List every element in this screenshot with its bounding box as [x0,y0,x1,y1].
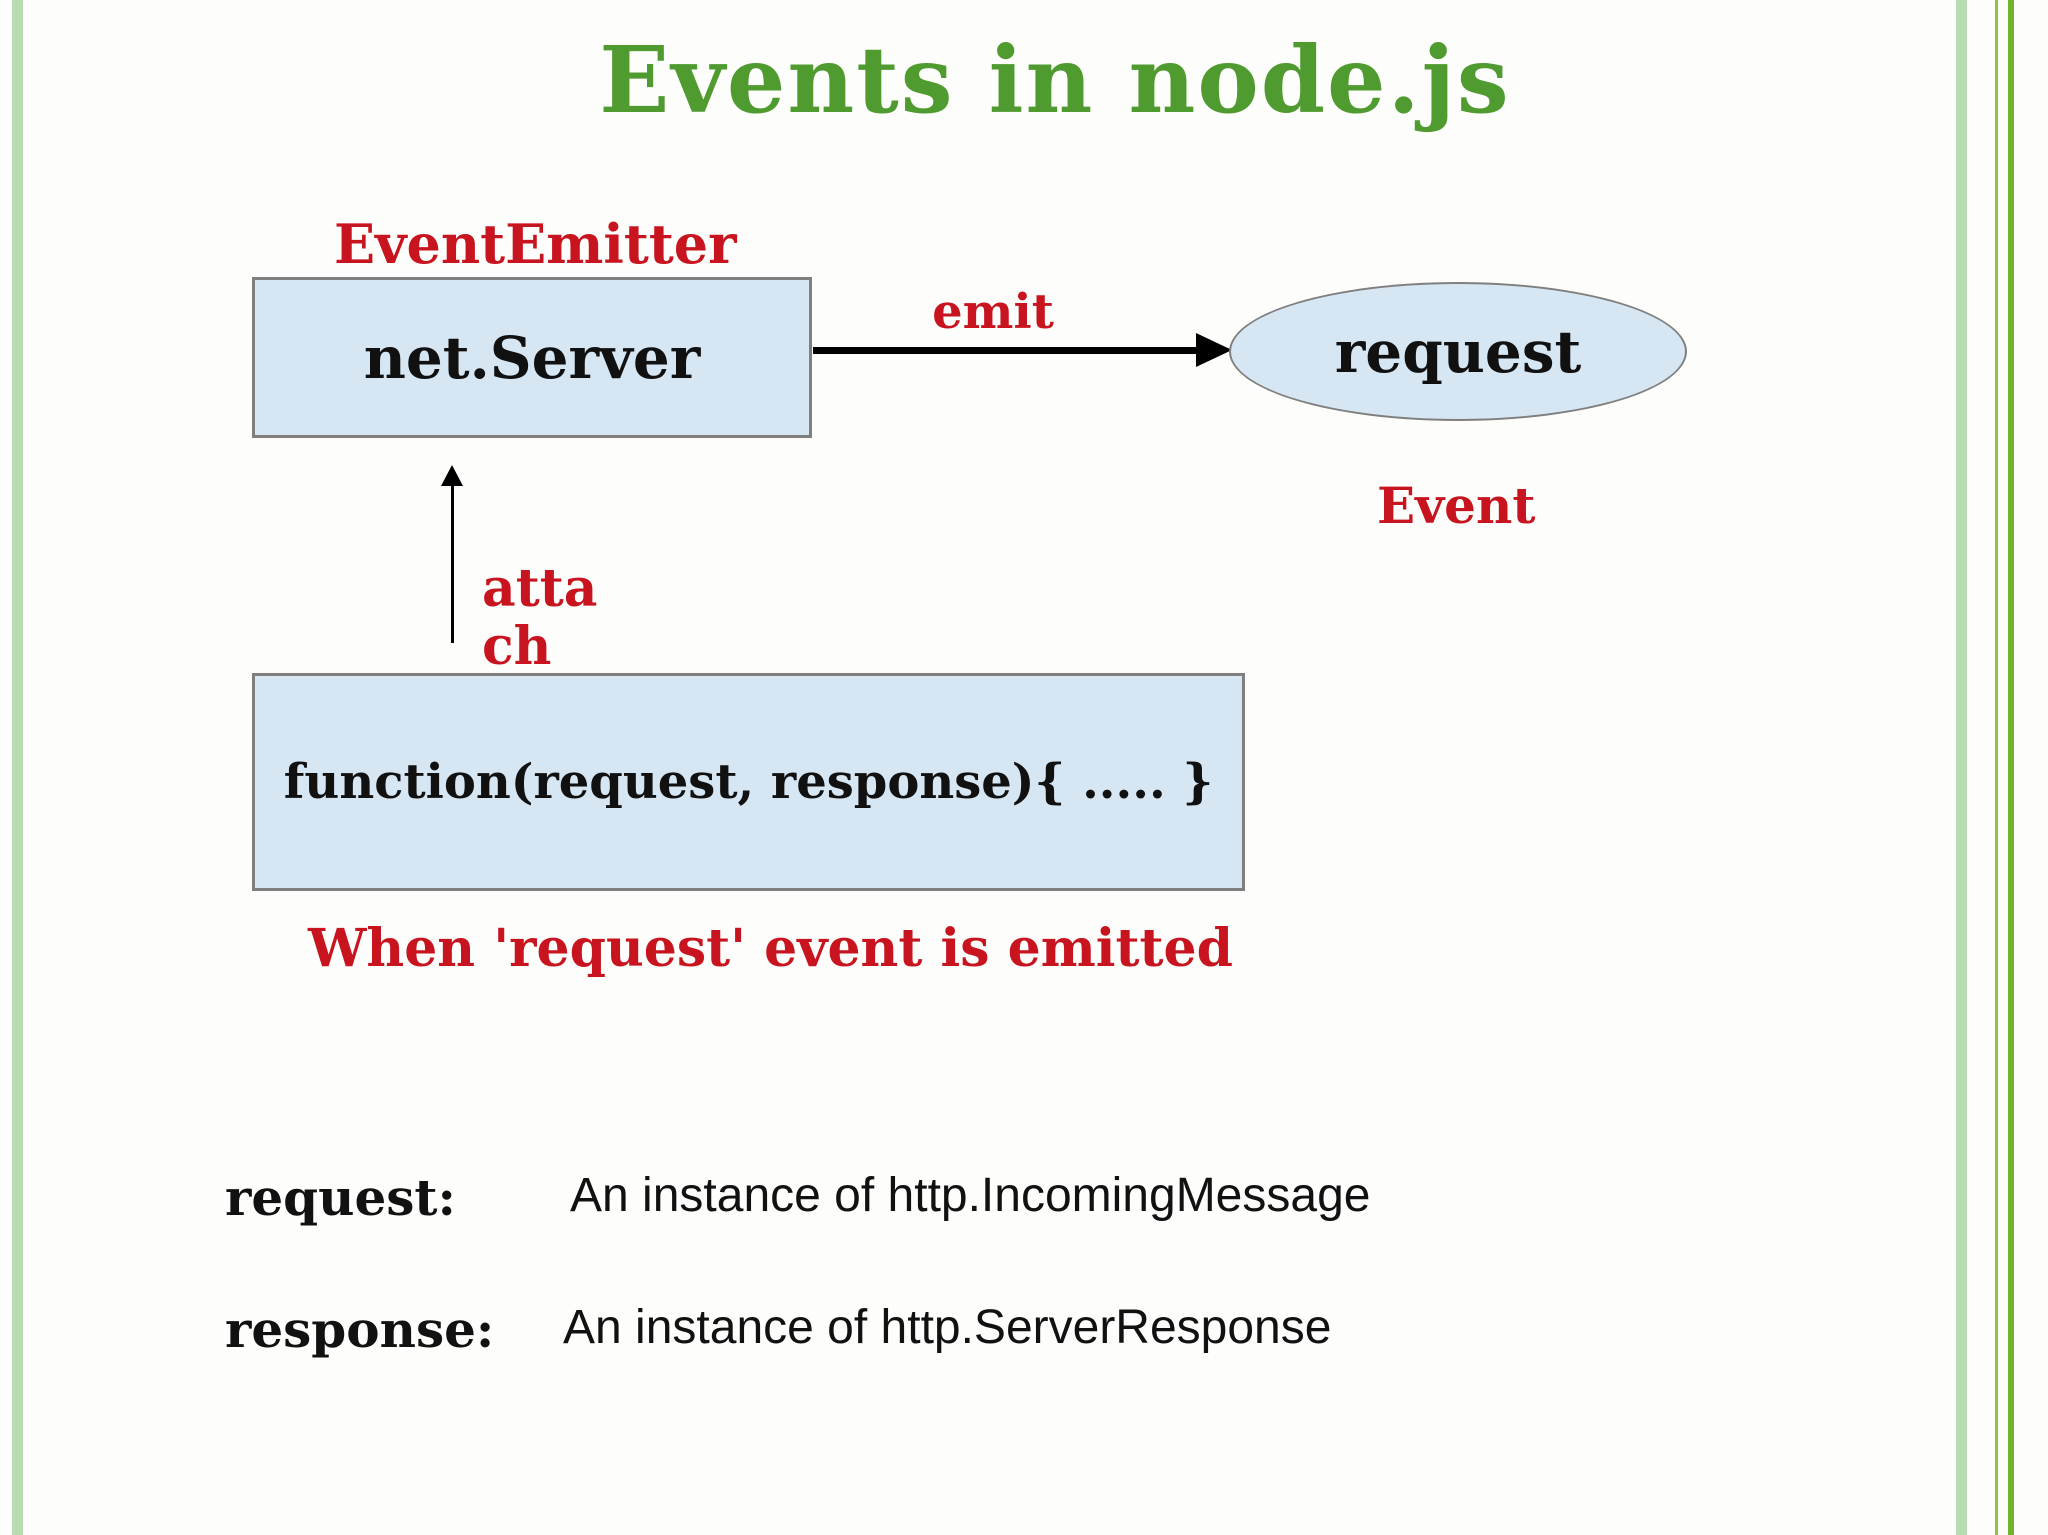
net-server-node: net.Server [252,277,812,438]
emit-arrow-head-icon [1196,333,1232,367]
attach-arrow [451,484,454,643]
emit-arrow [813,347,1197,354]
response-description: An instance of http.ServerResponse [563,1301,1332,1354]
request-event-node: request [1229,282,1687,421]
request-term: request: [225,1168,456,1227]
emit-label: emit [932,284,1054,340]
handler-function-node-label: function(request, response){ ..... } [283,754,1214,810]
attach-label: attach [482,558,598,677]
right-green-border [1956,0,1967,1535]
right-thick-green-line [2008,0,2014,1535]
net-server-node-label: net.Server [363,323,701,392]
request-event-node-label: request [1334,317,1582,386]
response-term: response: [225,1300,495,1359]
request-description: An instance of http.IncomingMessage [570,1169,1371,1222]
handler-function-node: function(request, response){ ..... } [252,673,1245,891]
left-green-border [12,0,23,1535]
attach-arrow-head-icon [441,465,463,486]
when-request-caption: When 'request' event is emitted [308,918,1233,979]
eventemitter-label: EventEmitter [334,212,737,276]
right-thin-green-line [1995,0,1998,1535]
slide-title: Events in node.js [599,26,1511,134]
event-label: Event [1377,476,1536,535]
